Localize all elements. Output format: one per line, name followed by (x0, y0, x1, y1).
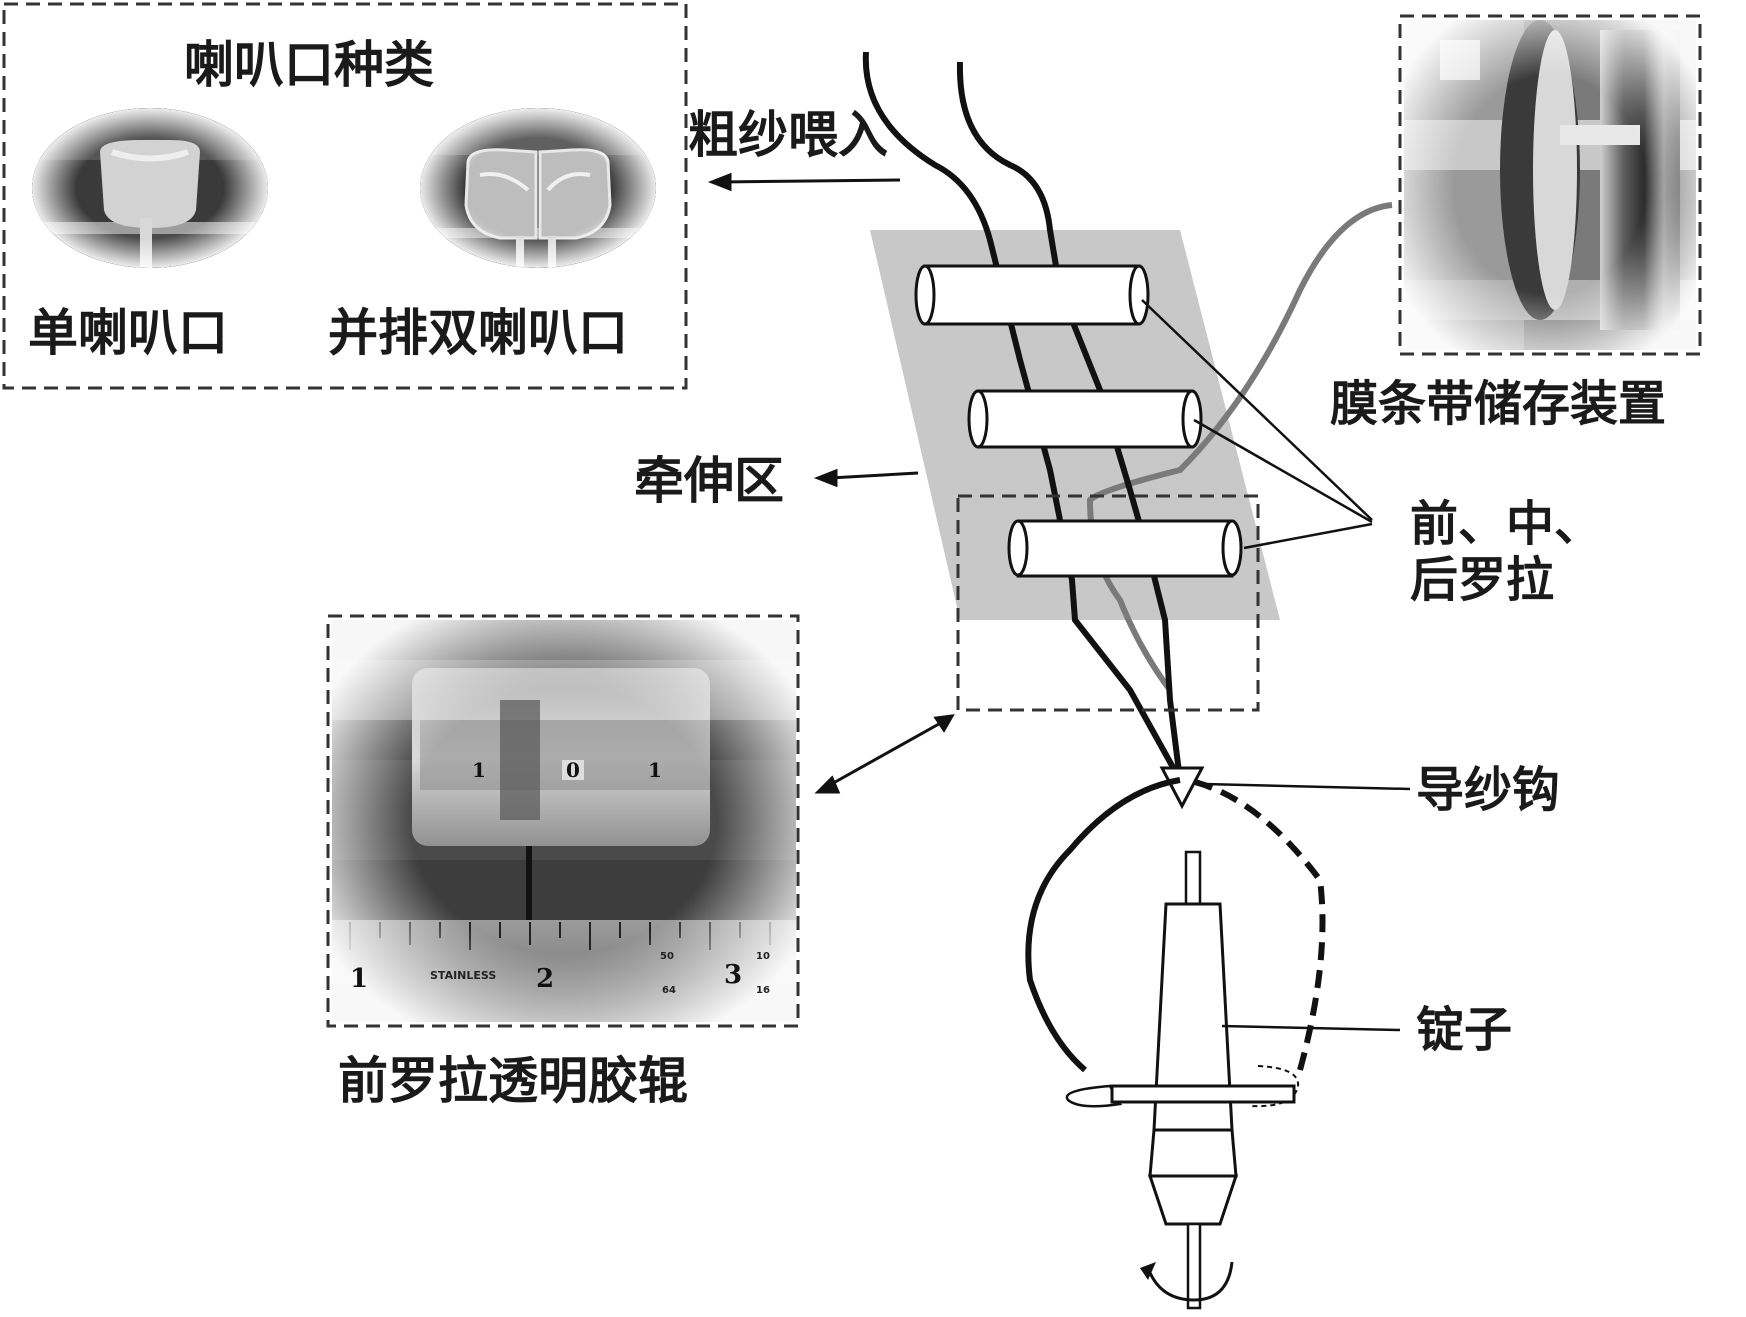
single-horn-photo (32, 108, 268, 268)
drafting-zone-label: 牵伸区 (634, 451, 784, 510)
balloon-yarn-dashed (1194, 779, 1326, 1071)
roller-scale-1b: 1 (648, 758, 662, 782)
ruler-small-bottom-2: 16 (756, 985, 770, 996)
yarn-guide-label: 导纱钩 (1416, 762, 1561, 818)
rotation-arrowhead (1140, 1262, 1156, 1280)
rollers-label-line1: 前、中、 (1410, 496, 1603, 552)
spindle (1065, 850, 1401, 1310)
ruler-brand: STAINLESS (430, 969, 497, 982)
rollers-label-line2: 后罗拉 (1410, 552, 1555, 608)
spindle-label: 锭子 (1416, 1002, 1513, 1058)
roving-feed-label: 粗纱喂入 (688, 105, 888, 164)
ruler-mark-2: 2 (536, 964, 555, 994)
front-roller (1007, 519, 1243, 578)
balloon-yarn-solid (1025, 777, 1181, 1073)
ruler-small-bottom-1: 64 (662, 985, 676, 996)
front-roller-caption: 前罗拉透明胶辊 (338, 1051, 688, 1110)
roller-leader-lines (1141, 299, 1373, 550)
double-horn-photo (420, 108, 656, 268)
yarn-guide (1159, 766, 1411, 810)
double-horn-label: 并排双喇叭口 (328, 303, 628, 362)
film-strip-line (1086, 202, 1393, 692)
storage-device-frame (1398, 14, 1702, 356)
ruler-mark-3: 3 (724, 960, 743, 990)
roller-scale-1: 1 (472, 758, 486, 782)
arrows (707, 172, 955, 794)
ruler-small-top-2: 10 (756, 951, 770, 962)
front-roller-photo (332, 620, 796, 1022)
single-horn-label: 单喇叭口 (28, 303, 228, 362)
roving-strand-right (956, 61, 1183, 781)
ruler-small-top-1: 50 (660, 951, 674, 962)
middle-roller (967, 389, 1203, 449)
film-storage-label: 膜条带储存装置 (1330, 376, 1667, 432)
rotation-arrow (1146, 1261, 1234, 1302)
horn-types-frame (2, 2, 688, 390)
horn-types-title: 喇叭口种类 (184, 35, 434, 94)
ruler-mark-1: 1 (350, 964, 369, 994)
storage-device-photo (1404, 20, 1696, 350)
front-zone-highlight (956, 494, 1260, 712)
back-roller (914, 264, 1150, 326)
roller-scale-0: 0 (562, 760, 584, 780)
